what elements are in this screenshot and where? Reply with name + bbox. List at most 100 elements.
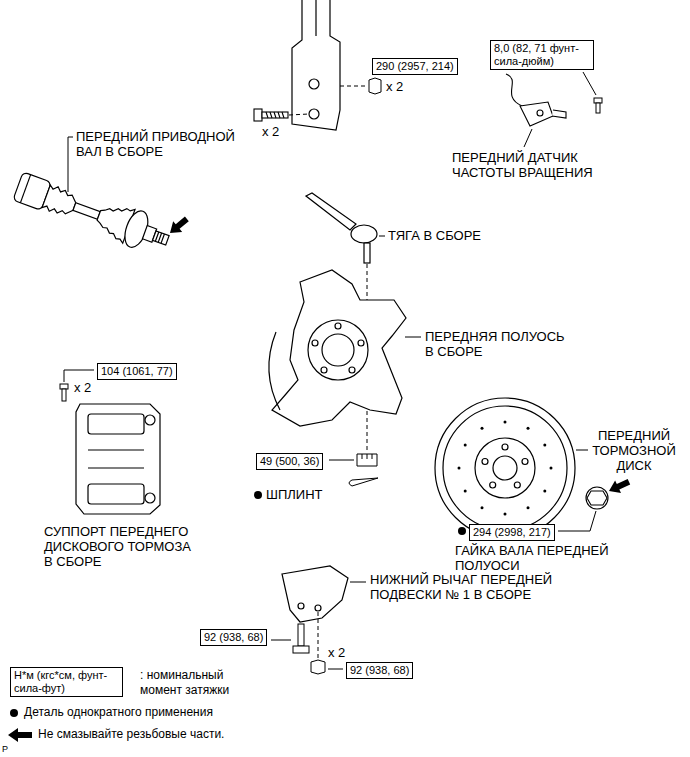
strut-bracket-part	[309, 79, 319, 89]
drive-shaft-part	[155, 232, 164, 243]
arm-bolt	[293, 624, 309, 653]
steering-knuckle-part	[312, 340, 318, 346]
torque-box: 92 (938, 68)	[200, 629, 267, 646]
strut-bracket-part	[315, 0, 316, 36]
dashed-guide	[289, 114, 309, 115]
bolt-part	[266, 112, 284, 118]
legend-entry: : номинальный момент затяжки	[140, 668, 250, 698]
one-time-part-mark	[458, 527, 466, 535]
castle-nut-part	[357, 454, 377, 466]
lower-arm	[282, 566, 348, 622]
torque-box: 8,0 (82, 71 фунт-сила-дюйм)	[490, 40, 594, 70]
brake-caliper	[76, 404, 160, 514]
no-grease-arrow	[606, 475, 632, 497]
steering-knuckle-part	[269, 332, 280, 410]
speed-sensor-part	[506, 74, 522, 106]
brake-disc-part	[502, 444, 508, 450]
torque-value: 92 (938, 68)	[350, 664, 409, 677]
brake-disc-part	[522, 459, 528, 465]
disc-drill-holes-part	[464, 444, 467, 447]
brake-caliper-part	[145, 415, 155, 425]
torque-value: Н*м (кгс*см, фунт-сила-фут)	[14, 669, 119, 695]
quantity-mark: x 2	[74, 380, 91, 395]
steering-knuckle-part	[272, 270, 406, 426]
brake-caliper-part	[88, 484, 144, 504]
castle-nut	[357, 454, 377, 466]
arm-bolt-part	[293, 646, 309, 653]
arm-nut	[311, 660, 325, 674]
quantity-mark: x 2	[386, 79, 403, 94]
caliper-bolt-part	[62, 389, 66, 401]
tie-rod-end	[306, 193, 377, 263]
bolt-part	[262, 112, 288, 118]
legend-dot	[10, 709, 18, 717]
arm-bolt-part	[298, 624, 304, 646]
torque-box: 104 (1061, 77)	[97, 363, 177, 380]
part-name: ШПЛИНТ	[266, 487, 322, 502]
leader-line	[524, 129, 532, 147]
leader-line	[558, 511, 596, 531]
page-mark: P	[2, 744, 8, 755]
legend-text: Не смазывайте резьбовые части.	[38, 727, 224, 741]
bolt-part	[254, 109, 262, 121]
torque-box: 49 (500, 36)	[256, 453, 323, 470]
part-name: НИЖНИЙ РЫЧАГ ПЕРЕДНЕЙ ПОДВЕСКИ № 1 В СБО…	[370, 572, 566, 602]
legend-text: : номинальный момент затяжки	[140, 668, 229, 697]
leader-line	[271, 640, 291, 641]
torque-value: 49 (500, 36)	[260, 455, 319, 468]
disc-drill-holes-part	[481, 427, 484, 430]
drive-shaft-part	[73, 203, 100, 219]
speed-sensor	[506, 74, 566, 126]
drive-shaft	[12, 168, 174, 258]
quantity-mark: x 2	[262, 124, 279, 139]
steering-knuckle	[269, 270, 406, 426]
brake-disc-part	[514, 482, 520, 488]
disc-drill-holes-part	[458, 467, 461, 470]
part-name: ПЕРЕДНИЙ ДАТЧИК ЧАСТОТЫ ВРАЩЕНИЯ	[452, 150, 612, 180]
brake-caliper-part	[88, 450, 144, 468]
torque-value: 294 (2998, 217)	[473, 526, 551, 539]
lower-arm-part	[315, 605, 321, 611]
steering-knuckle-part	[349, 367, 355, 373]
drive-shaft-part	[153, 231, 170, 245]
brake-disc-part	[443, 406, 567, 530]
disc-drill-holes-part	[464, 490, 467, 493]
speed-sensor-part	[537, 110, 543, 116]
brake-disc-part	[493, 456, 517, 480]
leader-line	[379, 236, 385, 237]
part-name: ГАЙКА ВАЛА ПЕРЕДНЕЙ ПОЛУОСИ	[455, 543, 633, 573]
brake-disc	[435, 398, 575, 538]
drive-shaft-part	[20, 175, 30, 203]
dashed-guide	[318, 612, 319, 659]
disc-drill-holes-part	[550, 467, 553, 470]
brake-disc-part	[482, 459, 488, 465]
brake-caliper-part	[145, 493, 155, 503]
part-name: ТЯГА В СБОРЕ	[388, 228, 481, 243]
brake-caliper-part	[88, 414, 144, 434]
disc-drill-holes-part	[481, 506, 484, 509]
disc-drill-holes-part	[543, 444, 546, 447]
part-name: СУППОРТ ПЕРЕДНЕГО ДИСКОВОГО ТОРМОЗА В СБ…	[44, 524, 200, 569]
speed-sensor-part	[520, 102, 553, 126]
cotter-pin	[349, 478, 378, 486]
torque-box: 92 (938, 68)	[346, 662, 413, 679]
disc-drill-holes	[458, 421, 553, 516]
steering-knuckle-part	[322, 334, 354, 366]
legend-text: Деталь однократного применения	[24, 705, 213, 719]
strut-bracket	[292, 0, 340, 130]
dashed-guide	[340, 86, 368, 87]
disc-drill-holes-part	[504, 513, 507, 516]
leader-line	[576, 450, 588, 451]
speed-sensor-part	[552, 110, 566, 118]
no-grease-arrow	[166, 213, 192, 238]
part-name: ПЕРЕДНИЙ ПРИВОДНОЙ ВАЛ В СБОРЕ	[76, 129, 254, 159]
part-name: ПЕРЕДНЯЯ ПОЛУОСЬ В СБОРЕ	[425, 329, 574, 359]
strut-bracket-part	[292, 0, 340, 130]
legend-torque-box: Н*м (кгс*см, фунт-сила-фут)	[10, 667, 123, 697]
torque-value: 8,0 (82, 71 фунт-сила-дюйм)	[494, 42, 590, 68]
tie-rod-end-part	[364, 243, 370, 263]
bolt	[254, 109, 288, 121]
axle-nut	[586, 487, 608, 509]
brake-disc-part	[490, 482, 496, 488]
